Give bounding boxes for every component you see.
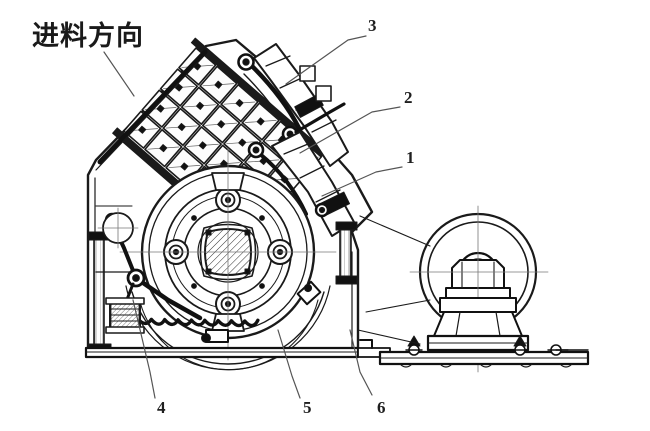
callout-label-1: 1 xyxy=(406,148,415,167)
callout-label-5: 5 xyxy=(303,398,312,417)
inspection-port xyxy=(97,207,139,249)
leader-line-feed-direction xyxy=(103,51,135,97)
leader-line-1 xyxy=(321,166,403,197)
callout-label-4: 4 xyxy=(157,398,166,417)
callout-label-6: 6 xyxy=(377,398,386,417)
leader-line-6 xyxy=(349,329,373,396)
leader-line-5 xyxy=(277,329,301,399)
callout-label-2: 2 xyxy=(404,88,413,107)
upper-impact-apron-assembly xyxy=(237,43,349,167)
callout-label-3: 3 xyxy=(368,16,377,35)
feed-direction-annotation: 进料方向 xyxy=(32,21,144,52)
rotor-assembly xyxy=(119,147,337,361)
foundation-rail xyxy=(378,335,590,368)
grate-screen-assembly xyxy=(125,280,331,371)
leader-line-2 xyxy=(299,106,401,154)
leader-line-4 xyxy=(132,299,156,399)
callout-leader-lines xyxy=(103,35,403,399)
motor-pedestal xyxy=(426,297,530,352)
lower-impact-apron-assembly xyxy=(247,131,358,285)
drawing-linework xyxy=(84,35,590,399)
leader-line-3 xyxy=(285,35,367,85)
anchor-bolt xyxy=(405,335,589,356)
